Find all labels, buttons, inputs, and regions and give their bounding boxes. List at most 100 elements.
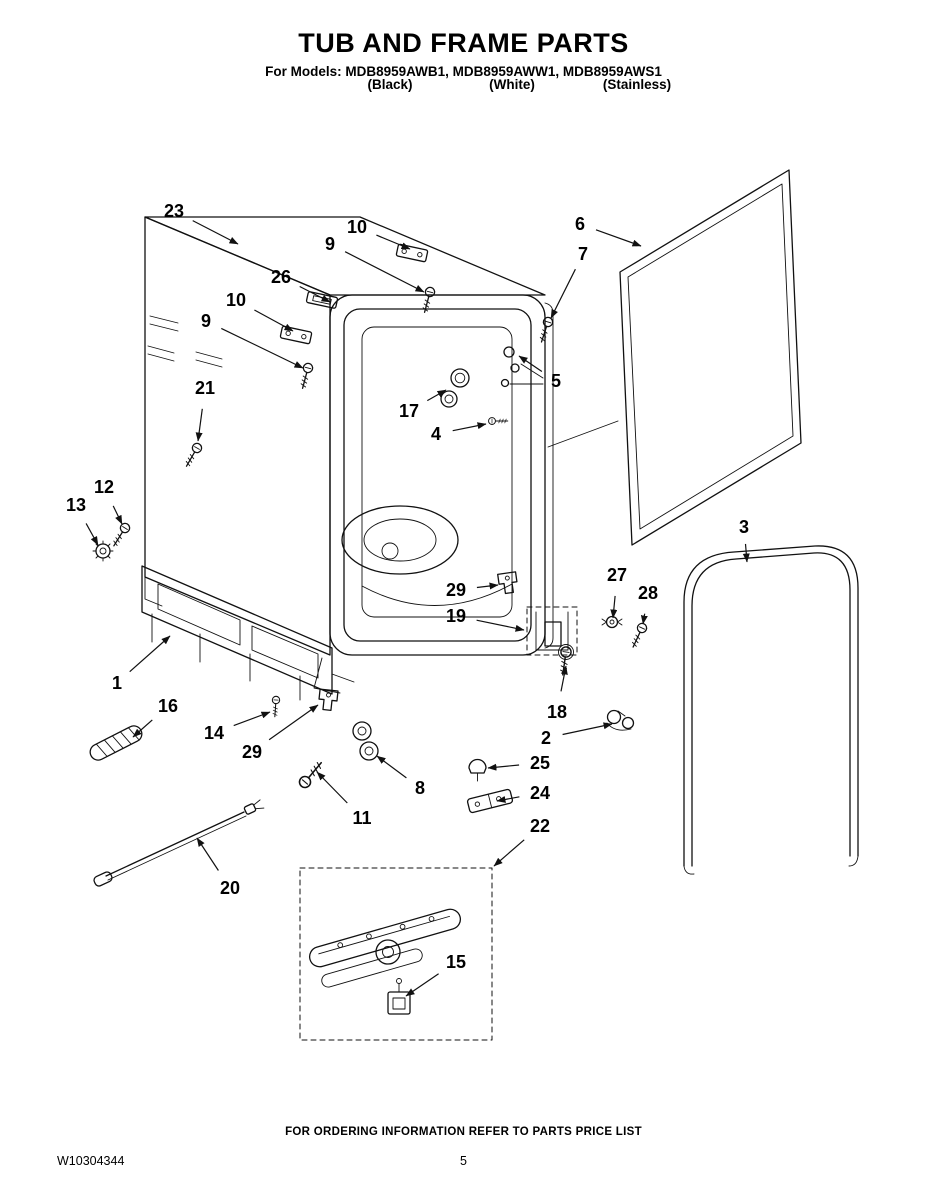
callout-arrow-17: [427, 389, 447, 402]
callout-label-29: 29: [446, 580, 466, 600]
model-color-stainless: (Stainless): [602, 77, 672, 92]
callout-label-13: 13: [66, 495, 86, 515]
callout-arrow-28: [640, 613, 648, 625]
callout-label-4: 4: [431, 424, 441, 444]
spray-arm-dashed-box: [299, 867, 493, 1041]
part-16-roller: [89, 725, 143, 761]
part-28-screw: [628, 621, 649, 650]
callout-arrow-29: [476, 582, 499, 590]
callout-arrow-5: [518, 355, 543, 372]
callout-layer: 2310926109672117541213329272819118216142…: [66, 201, 750, 997]
callout-arrow-21: [195, 408, 203, 442]
callout-label-14: 14: [204, 723, 224, 743]
callout-arrow-11: [316, 771, 348, 804]
callout-label-19: 19: [446, 606, 466, 626]
callout-label-26: 26: [271, 267, 291, 287]
callout-label-24: 24: [530, 783, 550, 803]
callout-arrow-15: [405, 973, 439, 997]
callout-label-15: 15: [446, 952, 466, 972]
callout-label-5: 5: [551, 371, 561, 391]
callout-arrow-10: [376, 234, 411, 250]
callout-arrow-19: [476, 619, 525, 632]
callout-label-25: 25: [530, 753, 550, 773]
callout-label-10: 10: [347, 217, 367, 237]
callout-arrow-14: [233, 711, 271, 727]
callout-arrow-23: [192, 220, 239, 245]
callout-label-16: 16: [158, 696, 178, 716]
callout-arrow-16: [132, 719, 153, 738]
part-14-screw: [270, 695, 281, 718]
tub-art: [144, 216, 619, 683]
callout-arrow-18: [560, 665, 568, 692]
callout-label-7: 7: [578, 244, 588, 264]
part-5-rings: [500, 346, 544, 388]
callout-arrow-22: [493, 839, 525, 867]
page-header: TUB AND FRAME PARTS For Models: MDB8959A…: [0, 28, 927, 79]
part-11-bolt: [296, 758, 327, 791]
callout-label-28: 28: [638, 583, 658, 603]
callout-arrow-3: [742, 543, 750, 563]
callout-arrow-12: [112, 505, 123, 525]
callout-label-11: 11: [352, 808, 371, 828]
part-15-mount: [387, 978, 411, 1015]
callout-arrow-25: [487, 763, 520, 771]
callout-arrow-4: [452, 422, 487, 432]
doc-number: W10304344: [57, 1154, 125, 1168]
part-18-screw: [557, 644, 574, 677]
spray-arm-art: [299, 867, 493, 1041]
page-number: 5: [460, 1154, 467, 1168]
callout-arrow-9: [221, 327, 304, 369]
callout-label-3: 3: [739, 517, 749, 537]
callout-label-20: 20: [220, 878, 240, 898]
part-2-clip: [606, 709, 635, 731]
callout-label-23: 23: [164, 201, 184, 221]
model-color-black: (Black): [367, 77, 413, 92]
part-13-fastener: [92, 540, 114, 562]
callout-label-9: 9: [325, 234, 335, 254]
callout-label-8: 8: [415, 778, 425, 798]
callout-label-12: 12: [94, 477, 114, 497]
small-parts-art: [89, 243, 649, 887]
callout-arrow-27: [610, 595, 618, 619]
spray-arm-hub: [375, 939, 401, 965]
part-19-bracket: [526, 606, 578, 656]
callout-label-17: 17: [399, 401, 419, 421]
callout-arrow-24: [496, 795, 520, 803]
callout-label-9: 9: [201, 311, 211, 331]
callout-arrow-13: [85, 523, 99, 546]
part-27-nut: [601, 615, 623, 629]
part-25-float: [468, 758, 487, 782]
callout-arrow-1: [129, 635, 171, 673]
callout-arrow-9: [344, 251, 425, 293]
part-10-bracket-left: [279, 325, 313, 345]
callout-arrow-26: [299, 285, 331, 303]
callout-label-10: 10: [226, 290, 246, 310]
spray-arm-lower: [321, 948, 423, 988]
part-10-bracket-top: [395, 243, 429, 263]
part-20-probe: [93, 799, 265, 887]
part-29-bracket-upper: [497, 571, 519, 595]
page-title: TUB AND FRAME PARTS: [298, 28, 629, 58]
callout-arrow-7: [550, 268, 576, 319]
part-4-screw: [488, 417, 509, 425]
callout-label-1: 1: [112, 673, 122, 693]
spray-arm-upper: [308, 908, 462, 968]
callout-label-21: 21: [195, 378, 215, 398]
callout-arrow-20: [196, 837, 219, 871]
part-21-screw: [181, 441, 204, 470]
part-17-ports: [440, 368, 470, 408]
model-color-white: (White): [489, 77, 535, 92]
models-line: For Models: MDB8959AWB1, MDB8959AWW1, MD…: [265, 64, 662, 79]
part-8-rings: [352, 721, 379, 761]
callout-label-6: 6: [575, 214, 585, 234]
ordering-note: FOR ORDERING INFORMATION REFER TO PARTS …: [285, 1126, 642, 1138]
part-12-screw: [109, 521, 132, 549]
callout-arrow-8: [376, 755, 407, 779]
callout-label-27: 27: [607, 565, 627, 585]
callout-arrow-10: [254, 309, 294, 332]
callout-label-22: 22: [530, 816, 550, 836]
callout-arrow-2: [562, 722, 613, 736]
door-panel-art: [619, 169, 802, 546]
